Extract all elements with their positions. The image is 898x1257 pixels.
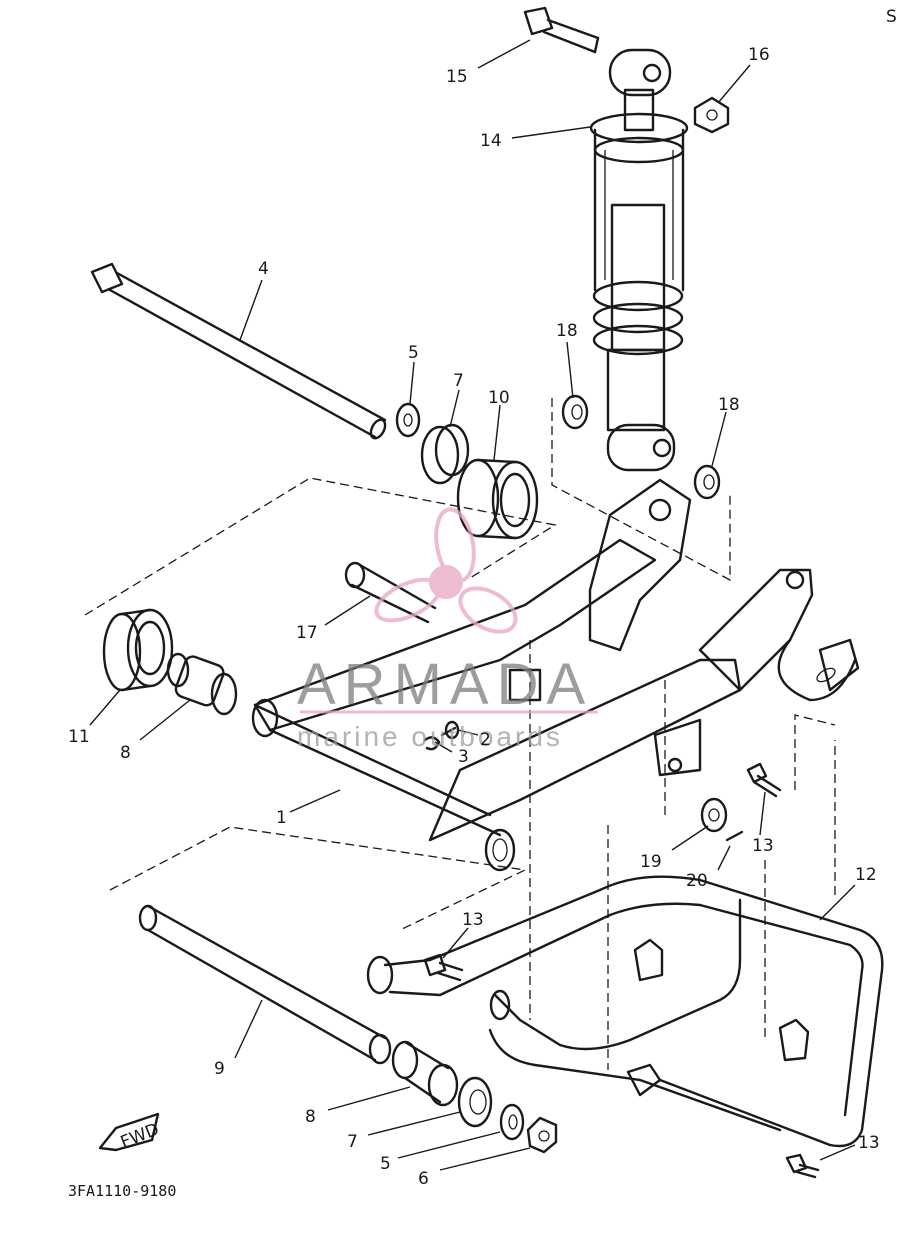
seal-7-bottom-part (457, 1076, 493, 1128)
callout-11: 11 (68, 727, 90, 747)
corner-mark: S (886, 7, 897, 27)
nut-6-part (526, 1116, 558, 1154)
callout-16: 16 (748, 45, 770, 65)
armada-watermark: ARMADA marine outboards (297, 507, 598, 752)
guard-12-part (366, 875, 884, 1148)
propeller-logo-icon (374, 507, 518, 634)
collar-10-part (456, 458, 539, 540)
nut-16-part (693, 96, 730, 134)
rod-9-part (138, 904, 392, 1065)
assembly-guide-lines (84, 398, 836, 1070)
callout-3: 3 (458, 747, 469, 767)
washer-5-top-part (395, 402, 421, 438)
pivot-shaft-4-part (90, 262, 387, 440)
callout-18-left: 18 (556, 321, 578, 341)
washer-19-part (700, 797, 728, 833)
watermark-title: ARMADA (297, 652, 593, 717)
shock-absorber-part (589, 48, 689, 472)
callout-7-bottom: 7 (347, 1132, 358, 1152)
seal-7-top-part (420, 423, 470, 485)
washer-18-right-part (693, 464, 721, 500)
watermark-subtitle: marine outboards (297, 721, 563, 752)
bolt-13-upper-part (746, 762, 782, 798)
callout-numbers: 15 16 14 4 18 18 5 7 10 17 11 8 2 3 1 19… (68, 45, 880, 1189)
callout-8-top: 8 (120, 743, 131, 763)
callout-15: 15 (446, 67, 468, 87)
callout-5-top: 5 (408, 343, 419, 363)
callout-7-top: 7 (453, 371, 464, 391)
bushing-11-part (102, 608, 174, 692)
fwd-arrow-icon (98, 1112, 160, 1152)
washer-5-bottom-part (499, 1103, 525, 1141)
bolt-15-part (523, 6, 600, 54)
swingarm-1-part (251, 478, 860, 872)
callout-13-middle: 13 (462, 910, 484, 930)
callout-17: 17 (296, 623, 318, 643)
callout-1: 1 (276, 808, 287, 828)
callout-6: 6 (418, 1169, 429, 1189)
callout-2: 2 (480, 730, 491, 750)
callout-leader-lines (89, 39, 856, 1171)
bushing-8-bottom-part (391, 1040, 459, 1107)
clip-3-part (423, 736, 441, 751)
callout-14: 14 (480, 131, 502, 151)
callout-18-right: 18 (718, 395, 740, 415)
washer-18-left-part (561, 394, 589, 430)
bolt-13-lower-part (785, 1153, 820, 1179)
callout-5-bottom: 5 (380, 1154, 391, 1174)
bushing-8-top-part (166, 652, 238, 716)
drawing-code: 3FA1110-9180 (68, 1182, 176, 1200)
callout-20: 20 (686, 871, 708, 891)
pin-20-part (725, 830, 744, 842)
callout-9: 9 (214, 1059, 225, 1079)
callout-13-upper: 13 (752, 836, 774, 856)
callout-13-lower: 13 (858, 1133, 880, 1153)
callout-10: 10 (488, 388, 510, 408)
callout-8-bottom: 8 (305, 1107, 316, 1127)
callout-12: 12 (855, 865, 877, 885)
callout-19: 19 (640, 852, 662, 872)
callout-4: 4 (258, 259, 269, 279)
